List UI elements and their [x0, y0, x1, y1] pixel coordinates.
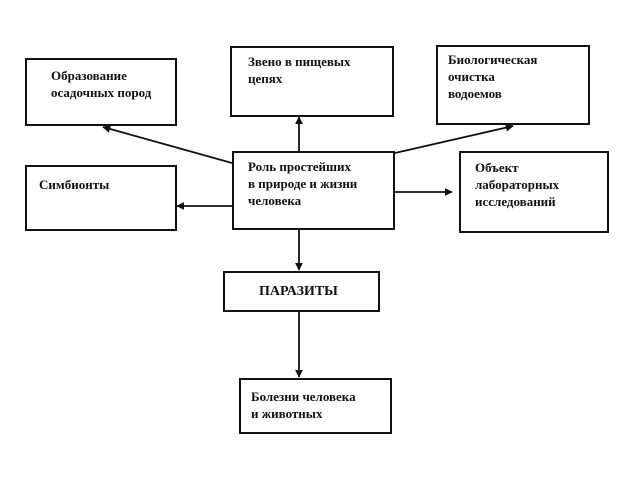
arrow-to-sedimentary-rocks: [102, 125, 233, 164]
bio-purification-node: Биологическая очистка водоемов: [436, 45, 590, 125]
symbionts-node: Симбионты: [25, 165, 177, 231]
arrow-to-bio-purification: [394, 123, 514, 154]
parasites-node: ПАРАЗИТЫ: [223, 271, 380, 312]
center-node: Роль простейших в природе и жизни челове…: [232, 151, 395, 230]
food-chains-node: Звено в пищевых цепях: [230, 46, 394, 117]
sedimentary-rocks-node: Образование осадочных пород: [25, 58, 177, 126]
lab-research-node: Объект лабораторных исследований: [459, 151, 609, 233]
diseases-node: Болезни человека и животных: [239, 378, 392, 434]
